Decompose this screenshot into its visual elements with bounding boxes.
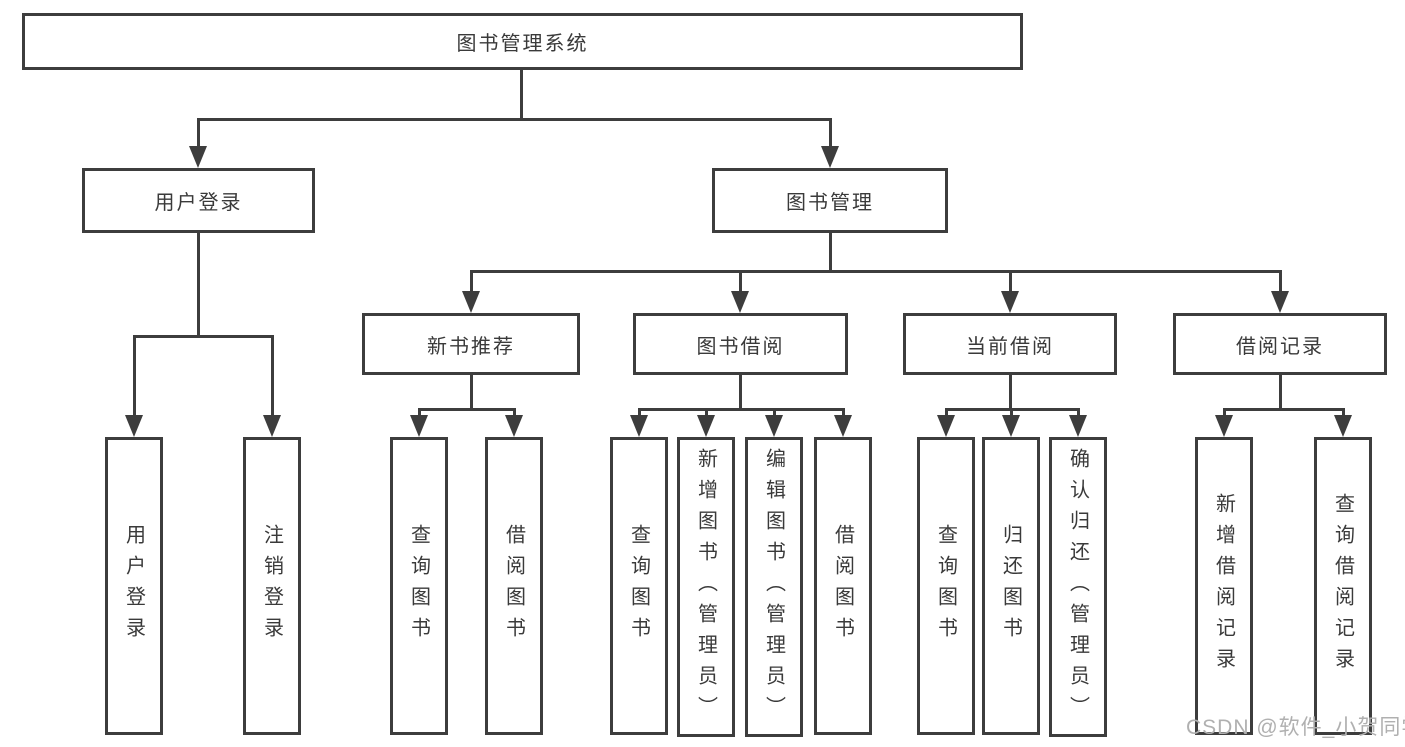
leaf-label: 查询图书 [407, 524, 430, 648]
leaf-label: 用户登录 [122, 524, 145, 648]
arrowhead-icon [1334, 415, 1352, 437]
arrowhead-icon [1002, 415, 1020, 437]
arrowhead-icon [1271, 291, 1289, 313]
connector-rail [132, 335, 274, 338]
node-book-borrowing: 图书借阅 [633, 313, 848, 375]
leaf-label: 新增图书（管理员） [694, 447, 717, 727]
connector-rail [196, 118, 832, 121]
connector-arrow-stem [637, 408, 641, 417]
leaf-label: 编辑图书（管理员） [762, 447, 785, 727]
node-label: 新书推荐 [427, 335, 515, 358]
leaf-return-books: 归还图书 [982, 437, 1040, 735]
node-new-book-recommendation: 新书推荐 [362, 313, 580, 375]
connector-rail [417, 408, 516, 411]
connector-stem [1278, 375, 1282, 411]
leaf-query-books-borrowing: 查询图书 [610, 437, 668, 735]
node-label: 图书管理 [786, 192, 874, 214]
leaf-label: 归还图书 [999, 524, 1022, 648]
connector-arrow-stem [512, 408, 516, 417]
connector-arrow-stem [132, 335, 136, 417]
leaf-query-books-current: 查询图书 [917, 437, 975, 735]
node-label: 图书管理系统 [456, 33, 589, 55]
connector-stem [519, 70, 523, 121]
connector-stem [738, 375, 742, 411]
connector-arrow-stem [841, 408, 845, 417]
leaf-add-book-admin: 新增图书（管理员） [677, 437, 735, 737]
connector-stem [828, 233, 832, 273]
arrowhead-icon [1001, 291, 1019, 313]
arrowhead-icon [821, 146, 839, 168]
leaf-add-borrow-record: 新增借阅记录 [1195, 437, 1253, 735]
arrowhead-icon [630, 415, 648, 437]
connector-rail [637, 408, 845, 411]
connector-rail [469, 270, 1282, 273]
leaf-user-login: 用户登录 [105, 437, 163, 735]
connector-stem [1008, 375, 1012, 411]
arrowhead-icon [697, 415, 715, 437]
connector-stem [469, 375, 473, 411]
arrowhead-icon [1069, 415, 1087, 437]
watermark: CSDN @软件_小贺同学 [1186, 716, 1405, 739]
node-borrowing-records: 借阅记录 [1173, 313, 1387, 375]
leaf-label: 注销登录 [260, 524, 283, 648]
leaf-label: 查询图书 [934, 524, 957, 648]
node-current-borrowing: 当前借阅 [903, 313, 1117, 375]
leaf-logout: 注销登录 [243, 437, 301, 735]
arrowhead-icon [505, 415, 523, 437]
leaf-label: 确认归还（管理员） [1066, 447, 1089, 727]
node-label: 图书借阅 [696, 335, 785, 358]
leaf-borrow-books-borrowing: 借阅图书 [814, 437, 872, 735]
leaf-label: 查询图书 [627, 524, 650, 648]
leaf-label: 借阅图书 [502, 524, 525, 648]
connector-arrow-stem [772, 408, 776, 417]
node-user-login: 用户登录 [82, 168, 315, 233]
arrowhead-icon [263, 415, 281, 437]
leaf-query-borrow-record: 查询借阅记录 [1314, 437, 1372, 735]
connector-arrow-stem [1278, 270, 1282, 293]
leaf-label: 借阅图书 [831, 524, 854, 648]
arrowhead-icon [834, 415, 852, 437]
node-book-management: 图书管理 [712, 168, 948, 233]
connector-arrow-stem [417, 408, 421, 417]
node-label: 用户登录 [154, 192, 243, 214]
node-label: 当前借阅 [966, 335, 1054, 358]
node-label: 借阅记录 [1236, 335, 1324, 358]
connector-arrow-stem [704, 408, 708, 417]
connector-rail [1222, 408, 1345, 411]
arrowhead-icon [937, 415, 955, 437]
leaf-label: 新增借阅记录 [1212, 493, 1235, 679]
connector-stem [196, 233, 200, 338]
leaf-query-books-recommend: 查询图书 [390, 437, 448, 735]
leaf-confirm-return-admin: 确认归还（管理员） [1049, 437, 1107, 737]
arrowhead-icon [462, 291, 480, 313]
connector-arrow-stem [1076, 408, 1080, 417]
leaf-borrow-books-recommend: 借阅图书 [485, 437, 543, 735]
arrowhead-icon [410, 415, 428, 437]
connector-arrow-stem [196, 118, 200, 148]
node-library-management-system: 图书管理系统 [22, 13, 1023, 70]
connector-arrow-stem [270, 335, 274, 417]
arrowhead-icon [765, 415, 783, 437]
connector-arrow-stem [1008, 270, 1012, 293]
connector-arrow-stem [1341, 408, 1345, 417]
arrowhead-icon [1215, 415, 1233, 437]
arrowhead-icon [731, 291, 749, 313]
leaf-edit-book-admin: 编辑图书（管理员） [745, 437, 803, 737]
connector-arrow-stem [828, 118, 832, 148]
arrowhead-icon [189, 146, 207, 168]
connector-arrow-stem [944, 408, 948, 417]
connector-arrow-stem [738, 270, 742, 293]
connector-arrow-stem [469, 270, 473, 293]
connector-arrow-stem [1009, 408, 1013, 417]
leaf-label: 查询借阅记录 [1331, 493, 1354, 679]
connector-arrow-stem [1222, 408, 1226, 417]
arrowhead-icon [125, 415, 143, 437]
